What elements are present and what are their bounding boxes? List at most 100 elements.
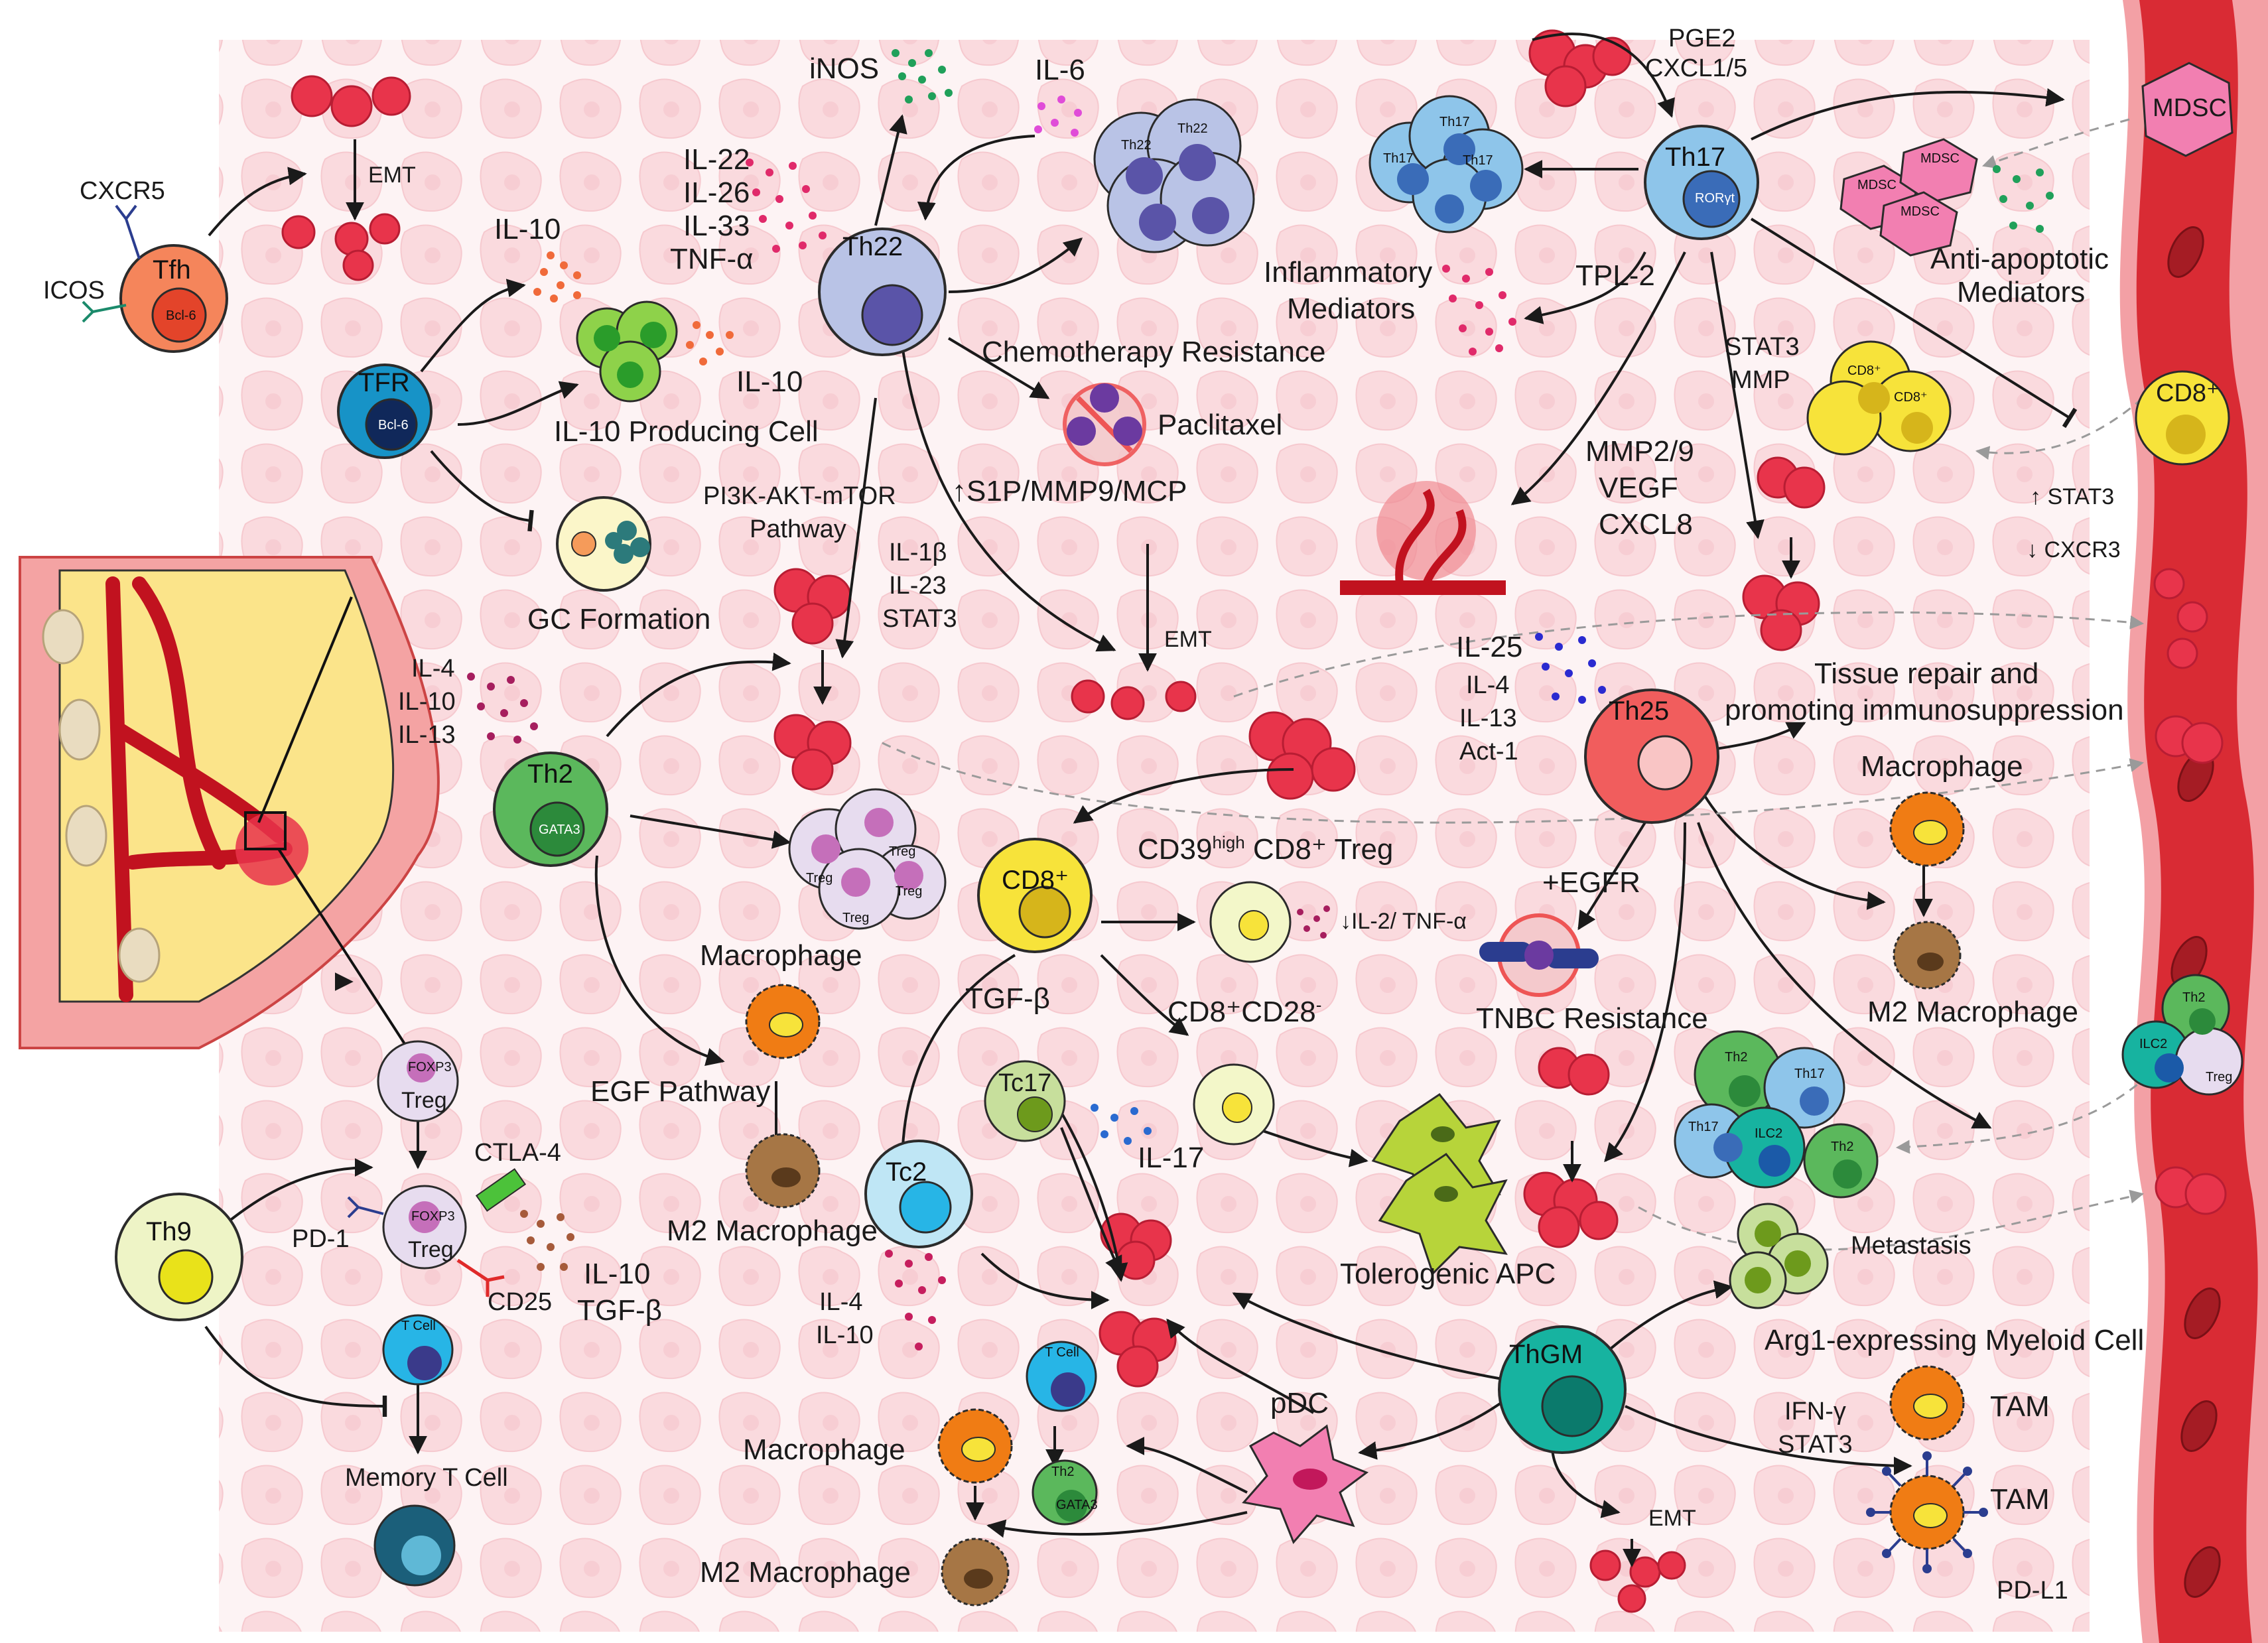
angiogenesis-icon xyxy=(1340,481,1506,595)
tam-cell-2 xyxy=(1866,1451,1988,1573)
th2-bottom: Th2 GATA3 xyxy=(1032,1459,1098,1526)
inflammatory-label-2: Mediators xyxy=(1287,293,1415,325)
cd25-label: CD25 xyxy=(488,1288,552,1316)
cxcr3-down-label: ↓ CXCR3 xyxy=(2027,537,2121,562)
emt-center-label: EMT xyxy=(1164,627,1212,652)
th2-cytokine-2: IL-10 xyxy=(398,688,456,716)
vessel-cluster-label-1: Th2 xyxy=(2182,990,2205,1005)
paclitaxel-icon xyxy=(1063,383,1146,466)
memory-t-label: Memory T Cell xyxy=(345,1464,508,1492)
treg-cytokine-2: TGF-β xyxy=(577,1294,662,1327)
tumor-cell-clusters xyxy=(291,29,2227,1388)
th17-cluster: Th17 Th17 Th17 xyxy=(1368,95,1524,233)
th2-label: Th2 xyxy=(527,759,573,789)
th22-cell: Th22 xyxy=(818,228,947,356)
il10-producing-cell-label: IL-10 Producing Cell xyxy=(554,415,819,448)
m2-mid-label: M2 Macrophage xyxy=(667,1215,878,1247)
th25-cytokine-2: IL-4 xyxy=(1466,671,1509,699)
stat3-mmp-1: STAT3 xyxy=(1725,333,1800,361)
pdc-label: pDC xyxy=(1270,1387,1329,1419)
th9-label: Th9 xyxy=(146,1217,192,1246)
tfr-cell: TFR Bcl-6 xyxy=(337,363,433,459)
il10-dots-right xyxy=(686,321,734,365)
thgm-label: ThGM xyxy=(1509,1340,1583,1369)
cd8-center-label: CD8⁺ xyxy=(1002,866,1069,895)
vessel-immune-cluster: Th2 ILC2 Treg xyxy=(2121,974,2243,1096)
ilc-cluster-label-1: Th2 xyxy=(1725,1050,1747,1065)
cd8cd28-cell xyxy=(1193,1063,1275,1146)
anti-apoptotic-label-2: Mediators xyxy=(1957,276,2085,308)
treg-cluster-label-2: Treg xyxy=(889,844,915,859)
th2-cytokine-3: IL-13 xyxy=(398,721,456,749)
treg-cytokine-1: IL-10 xyxy=(584,1258,650,1290)
pi3k-label-2: Pathway xyxy=(750,515,846,543)
cd39-treg-cell xyxy=(1209,881,1292,963)
gc-formation-label: GC Formation xyxy=(527,603,710,635)
ilc-cluster-label-5: Th2 xyxy=(1831,1140,1853,1154)
cd8cd28-main: CD8⁺CD28 xyxy=(1167,996,1316,1028)
il10-producing-label: IL-10 xyxy=(736,365,803,398)
il10-producing-cell xyxy=(576,300,678,403)
macrophage-mid-label: Macrophage xyxy=(700,939,862,972)
th2-bottom-label: Th2 xyxy=(1051,1465,1074,1479)
vessel-cluster-label-3: Treg xyxy=(2206,1070,2232,1084)
t-cell-left: T Cell xyxy=(382,1314,454,1386)
tc17-cell: Tc17 xyxy=(984,1060,1066,1142)
treg-cytokine-dots xyxy=(520,1210,574,1271)
il17-label: IL-17 xyxy=(1138,1142,1204,1174)
icos-label: ICOS xyxy=(43,277,105,304)
macrophage-mid-cell xyxy=(745,984,821,1059)
tnbc-resistance-label: TNBC Resistance xyxy=(1476,1002,1708,1035)
m2-mid-cell xyxy=(745,1133,821,1209)
ilc-cluster-label-2: Th17 xyxy=(1794,1067,1825,1081)
vessel-cluster-label-2: ILC2 xyxy=(2139,1037,2167,1051)
memory-t-cell xyxy=(373,1504,456,1587)
blood-vessel xyxy=(2119,0,2268,1643)
th17-label: Th17 xyxy=(1665,143,1725,172)
pge2-label-1: PGE2 xyxy=(1668,25,1735,52)
mdsc-cluster: MDSC MDSC MDSC xyxy=(1839,138,1978,257)
pathway-arrows xyxy=(204,33,2078,1567)
th22-cluster-label-1: Th22 xyxy=(1121,138,1152,153)
tissue-repair-2: promoting immunosuppression xyxy=(1725,694,2124,726)
m2-bottom-cell xyxy=(941,1538,1010,1607)
mdsc-cluster-label-1: MDSC xyxy=(1857,178,1897,192)
th25-cytokine-1: IL-25 xyxy=(1456,631,1522,663)
mmp-vegf-1: MMP2/9 xyxy=(1585,435,1694,468)
il2-dots xyxy=(1297,905,1330,939)
mdsc-cluster-label-2: MDSC xyxy=(1920,151,1960,166)
tc2-cytokine-2: IL-10 xyxy=(816,1321,874,1349)
inos-dots xyxy=(892,49,953,103)
treg-top-cell: FOXP3 Treg xyxy=(377,1040,459,1122)
stat3-mmp-2: MMP xyxy=(1731,366,1790,394)
t-cell-bottom-label: T Cell xyxy=(1045,1345,1079,1360)
gc-formation-icon xyxy=(556,496,651,592)
macrophage-bottom-label: Macrophage xyxy=(743,1433,905,1466)
treg-cluster-label-3: Treg xyxy=(896,884,922,899)
il2-tnf-label: ↓IL-2/ TNF-α xyxy=(1340,909,1467,934)
th22-cytokine-3: IL-33 xyxy=(683,210,750,242)
pd1-label: PD-1 xyxy=(292,1225,350,1253)
breast-anatomy-illustration xyxy=(19,556,440,1076)
chemo-resistance-label: Chemotherapy Resistance xyxy=(982,336,1325,368)
th25-cytokine-3: IL-13 xyxy=(1459,704,1517,732)
pi3k-label-1: PI3K-AKT-mTOR xyxy=(703,482,896,510)
macrophage-right-label: Macrophage xyxy=(1861,750,2023,783)
tissue-repair-1: Tissue repair and xyxy=(1814,657,2038,690)
treg-cluster-label-1: Treg xyxy=(806,871,833,886)
tam-label-1: TAM xyxy=(1990,1390,2050,1423)
ctla4-icon xyxy=(475,1168,527,1212)
th22-cytokine-4: TNF-α xyxy=(670,243,754,275)
tc2-cytokine-1: IL-4 xyxy=(819,1288,862,1316)
cd39-sup: high xyxy=(1213,832,1245,852)
paclitaxel-label: Paclitaxel xyxy=(1158,409,1282,441)
th17-cluster-label-2: Th17 xyxy=(1383,151,1414,166)
egf-pathway-label: EGF Pathway xyxy=(590,1075,770,1108)
ifn-label-2: STAT3 xyxy=(1778,1431,1853,1459)
tfh-nucleus-label: Bcl-6 xyxy=(166,308,196,323)
treg-mid-nucleus: FOXP3 xyxy=(411,1209,455,1224)
th25-label: Th25 xyxy=(1609,696,1669,726)
mdsc-vessel: MDSC xyxy=(2141,62,2234,157)
red-blood-cells xyxy=(2167,226,2221,1598)
